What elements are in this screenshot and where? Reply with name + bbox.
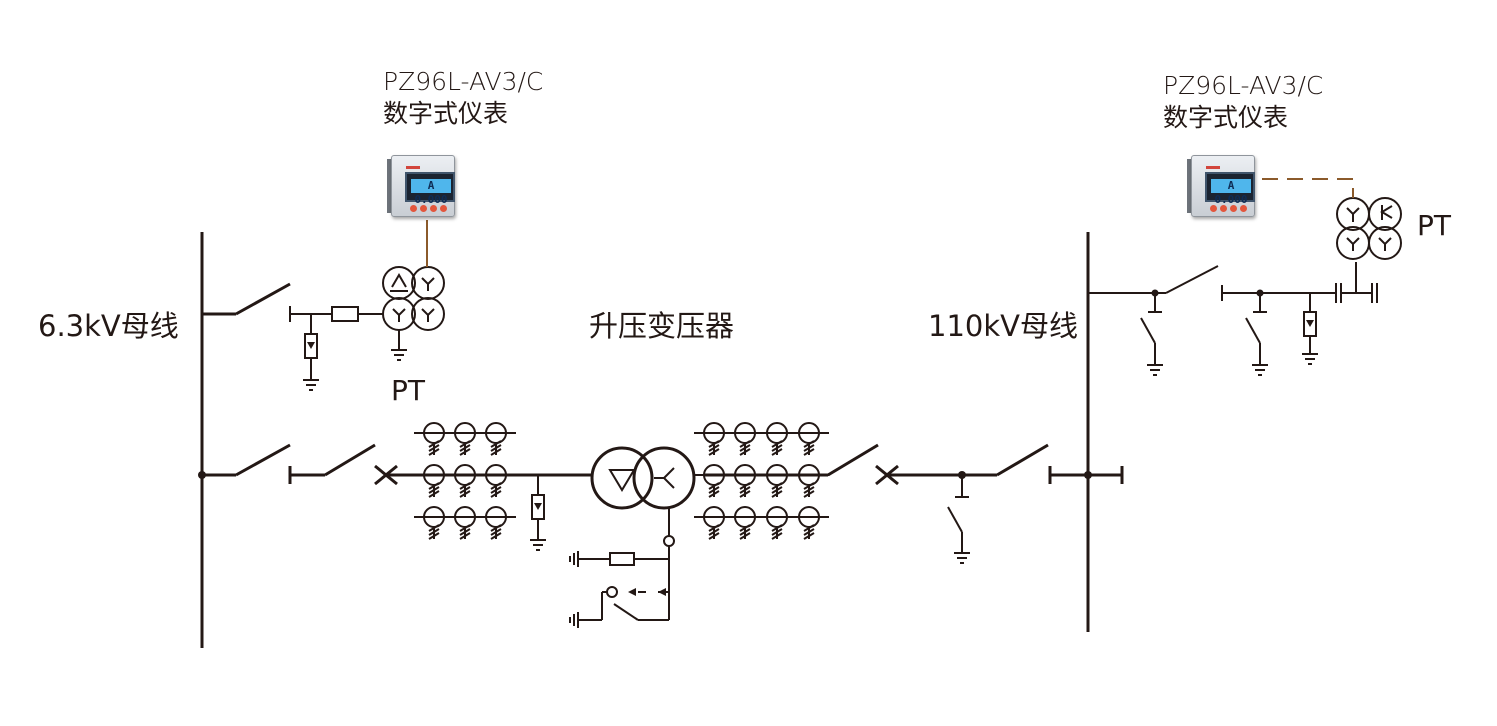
right-meter-title: PZ96L-AV3/C 数字式仪表 [1163, 70, 1323, 134]
right-meter-model: PZ96L-AV3/C [1163, 71, 1324, 100]
neutral-arrester [609, 552, 635, 566]
left-pt-fuse [331, 306, 359, 322]
neutral-switch [613, 603, 639, 621]
meter-reading: A 0.000 [1211, 179, 1251, 206]
left-digital-meter: A 0.000 [387, 151, 457, 219]
right-pt-transformer [1336, 197, 1402, 260]
main-disconnector-1 [235, 443, 291, 477]
left-pt-label: PT [391, 374, 425, 407]
left-meter-model: PZ96L-AV3/C [383, 67, 544, 96]
right-digital-meter: A 0.000 [1187, 151, 1257, 219]
meter-logo-strip [406, 166, 420, 169]
right-meter-link [1262, 178, 1354, 198]
meter-screen: A 0.000 [1205, 172, 1255, 206]
left-pt-disconnector [235, 282, 291, 316]
main-breaker-2 [827, 443, 879, 477]
meter-button [1220, 205, 1227, 212]
meter-button [430, 205, 437, 212]
meter-body: A 0.000 [391, 155, 455, 217]
meter-button [1240, 205, 1247, 212]
right-pt-disconnector [1165, 265, 1219, 294]
right-meter-name: 数字式仪表 [1163, 103, 1289, 132]
left-meter-title: PZ96L-AV3/C 数字式仪表 [383, 66, 543, 130]
meter-button [1210, 205, 1217, 212]
meter-body: A 0.000 [1191, 155, 1255, 217]
main-breaker-1 [324, 443, 376, 477]
left-meter-name: 数字式仪表 [383, 99, 509, 128]
meter-button [1230, 205, 1237, 212]
left-bus-label: 6.3kV母线 [38, 309, 179, 343]
line-earthing-switch [947, 506, 963, 533]
left-pt-transformer [382, 266, 445, 350]
meter-button [410, 205, 417, 212]
meter-logo-strip [1206, 166, 1220, 169]
current-transformers-left [413, 422, 517, 540]
current-transformers-right [693, 422, 830, 540]
meter-button [420, 205, 427, 212]
meter-button [440, 205, 447, 212]
meter-reading: A 0.000 [411, 179, 451, 206]
right-bus-label: 110kV母线 [928, 309, 1078, 343]
right-earthing-switch-1 [1140, 317, 1156, 344]
main-disconnector-2 [996, 443, 1049, 477]
meter-side [387, 159, 392, 213]
right-earthing-switch-2 [1245, 317, 1261, 344]
meter-screen: A 0.000 [405, 172, 455, 206]
step-up-transformer [590, 446, 696, 510]
right-pt-label: PT [1417, 209, 1451, 242]
transformer-label: 升压变压器 [589, 309, 735, 343]
meter-side [1187, 159, 1192, 213]
